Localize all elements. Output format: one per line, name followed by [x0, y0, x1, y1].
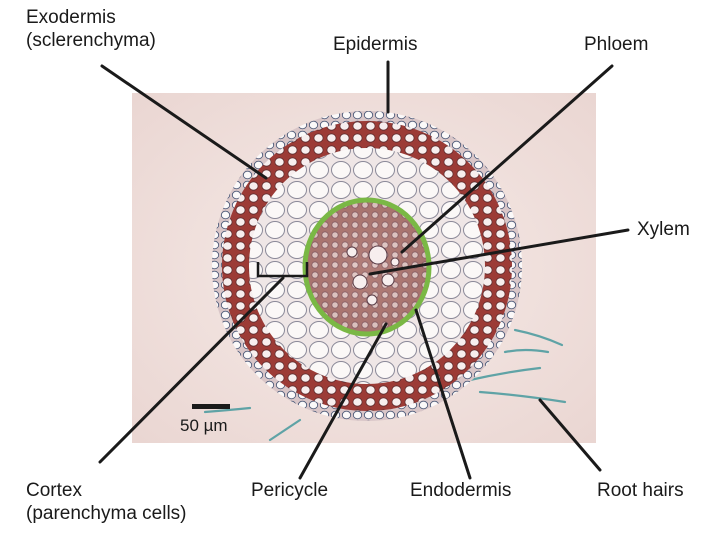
leader-xylem: [368, 228, 630, 276]
label-epidermis: Epidermis: [333, 34, 418, 55]
label-pericycle: Pericycle: [251, 480, 329, 501]
label-exodermis: Exodermis (sclerenchyma): [26, 6, 156, 52]
leader-phloem: [400, 64, 614, 254]
leader-pericycle: [298, 322, 388, 480]
label-endodermis: Endodermis: [410, 480, 512, 501]
label-exodermis-line2: (sclerenchyma): [26, 30, 156, 51]
cortex-bracket: [256, 262, 309, 278]
label-phloem: Phloem: [584, 34, 649, 55]
endodermis-ring: [302, 197, 432, 337]
label-cortex: Cortex (parenchyma cells): [26, 479, 187, 525]
scale-bar: [192, 404, 230, 409]
scale-bar-label: 50 µm: [180, 416, 228, 435]
label-xylem: Xylem: [637, 219, 690, 240]
leader-cortex: [98, 276, 285, 464]
leader-lines: [98, 60, 630, 480]
leader-endodermis: [414, 308, 472, 480]
leader-exodermis: [100, 64, 268, 180]
label-exodermis-line1: Exodermis: [26, 7, 116, 28]
label-cortex-line1: Cortex: [26, 480, 82, 501]
root-hairs: [203, 328, 567, 442]
xylem-vessels: [346, 245, 400, 306]
leader-root-hairs: [538, 398, 602, 472]
label-root-hairs: Root hairs: [597, 480, 684, 501]
label-cortex-line2: (parenchyma cells): [26, 503, 187, 524]
